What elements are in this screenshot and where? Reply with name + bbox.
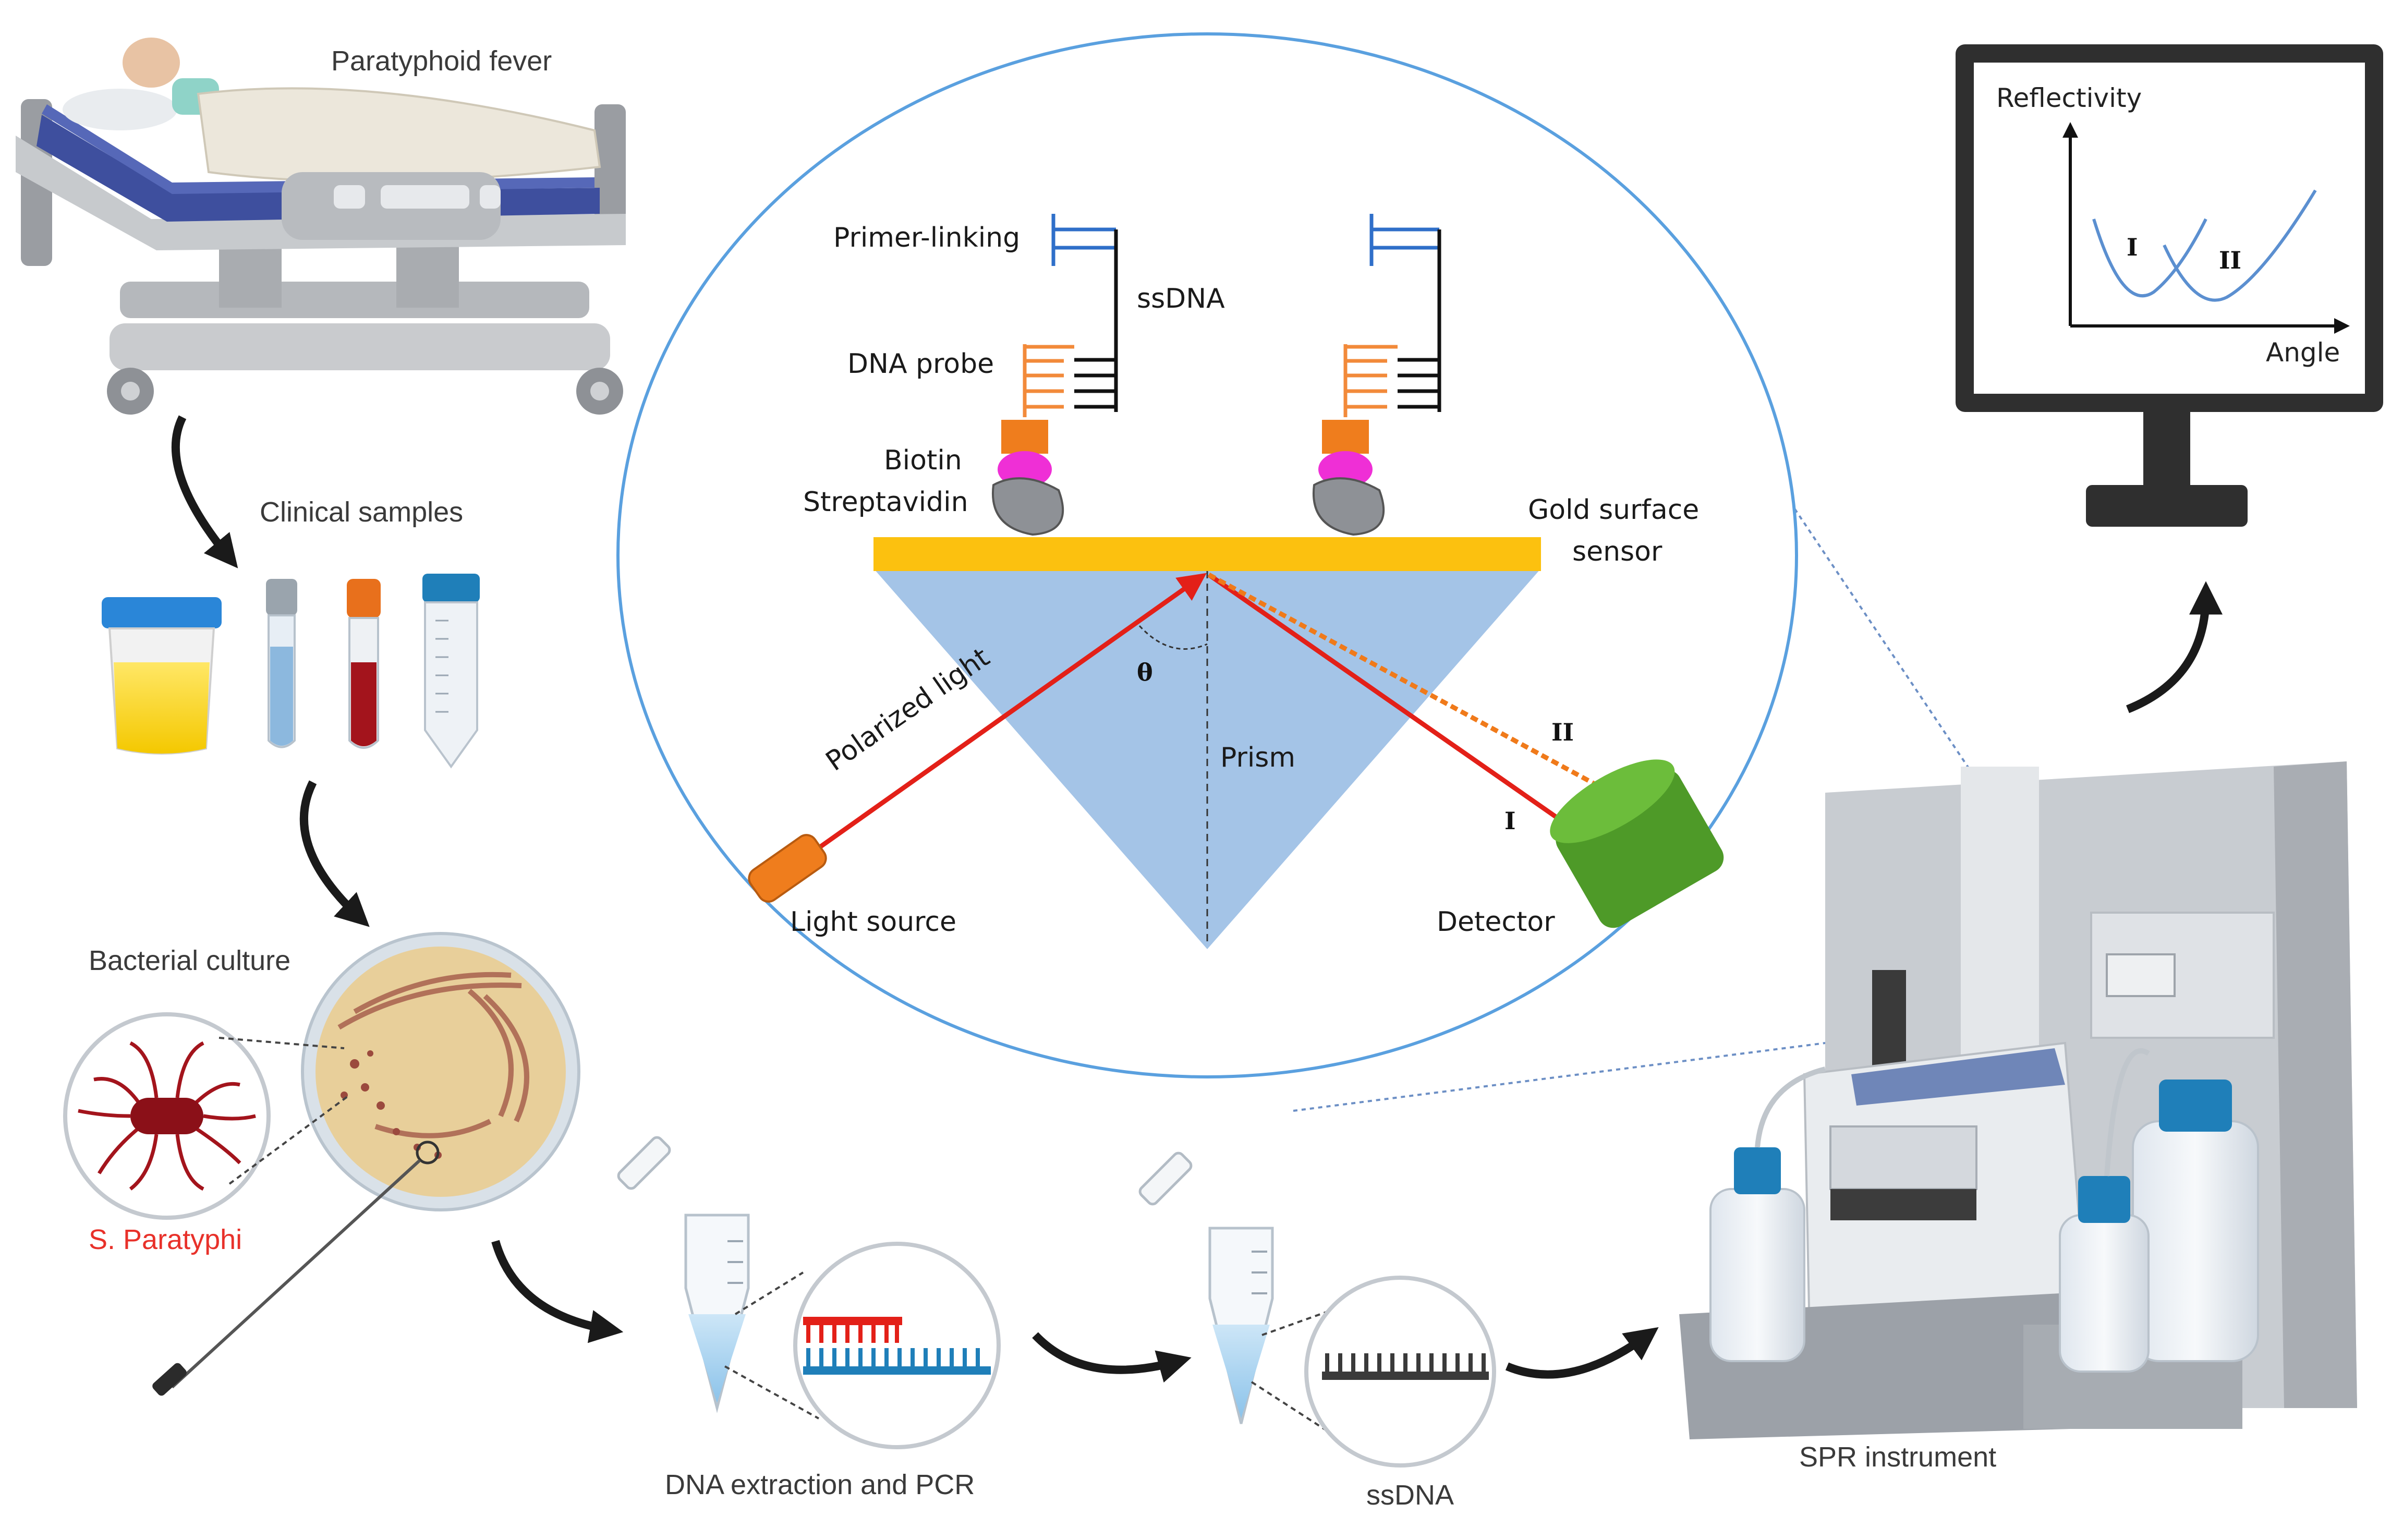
paratyphoid-fever-label: Paratyphoid fever [331,45,552,77]
dna-probe-label: DNA probe [847,348,994,380]
reflected-beam-2 [1207,573,1640,809]
arrow-to-spr [1505,1327,1659,1379]
curve-1 [2092,218,2207,298]
probe-assembly-left [992,214,1118,536]
gold-surface-sensor [873,537,1541,571]
arrow-to-culture [299,780,370,927]
hospital-bed-icon [16,38,626,415]
light-source-label: Light source [790,906,956,938]
biotin-label: Biotin [884,445,962,476]
serum-tube-icon [266,579,297,748]
s-paratyphi-label: S. Paratyphi [89,1224,242,1255]
monitor-icon [1956,44,2383,527]
detector-icon [1550,759,1724,928]
angle-label: Angle [2266,337,2340,368]
streptavidin-label: Streptavidin [803,487,968,518]
clinical-samples-label: Clinical samples [260,496,463,528]
curve-1-label: I [2127,233,2138,261]
falcon-tube-icon [422,574,480,769]
arrow-to-samples [171,415,238,568]
arrow-to-pcr [491,1240,624,1343]
arrow-to-ssdna [1032,1332,1192,1383]
gold-surface-label-line1: Gold surface [1528,494,1699,526]
angle-arc [1138,625,1208,650]
spr-instrument-icon [1293,390,2357,1439]
petri-dish-icon [152,932,580,1396]
gold-surface-label-line2: sensor [1572,536,1662,567]
probe-assembly-right [1313,214,1441,536]
primer-linking-label: Primer-linking [833,222,1020,253]
ssdna-zoom-icon [1304,1276,1496,1468]
reflected-beam-1 [1207,573,1608,854]
pcr-tube-icon [617,1136,819,1420]
reflectivity-label: Reflectivity [1996,83,2142,113]
arrow-to-monitor [2126,581,2223,713]
urine-cup-icon [102,597,222,755]
prism-label: Prism [1220,742,1295,773]
beam-1-label: I [1504,807,1516,835]
incident-beam [807,573,1207,857]
ssdna-tube-icon [1138,1151,1341,1440]
bacterium-zoom-icon [63,1012,350,1220]
detector-label: Detector [1437,906,1555,938]
bacterial-culture-label: Bacterial culture [89,945,290,976]
curve-2-label: II [2219,246,2241,274]
light-source-icon [748,834,827,903]
curve-2 [2163,189,2317,302]
dna-extraction-label: DNA extraction and PCR [665,1469,975,1500]
theta-label: θ [1137,658,1153,686]
ssdna-bottom-label: ssDNA [1366,1480,1454,1511]
beam-2-label: II [1551,718,1574,746]
blood-tube-icon [347,579,381,749]
ssdna-inset-label: ssDNA [1137,283,1225,314]
dsdna-zoom-icon [793,1242,1001,1449]
spr-instrument-label: SPR instrument [1799,1441,1996,1473]
